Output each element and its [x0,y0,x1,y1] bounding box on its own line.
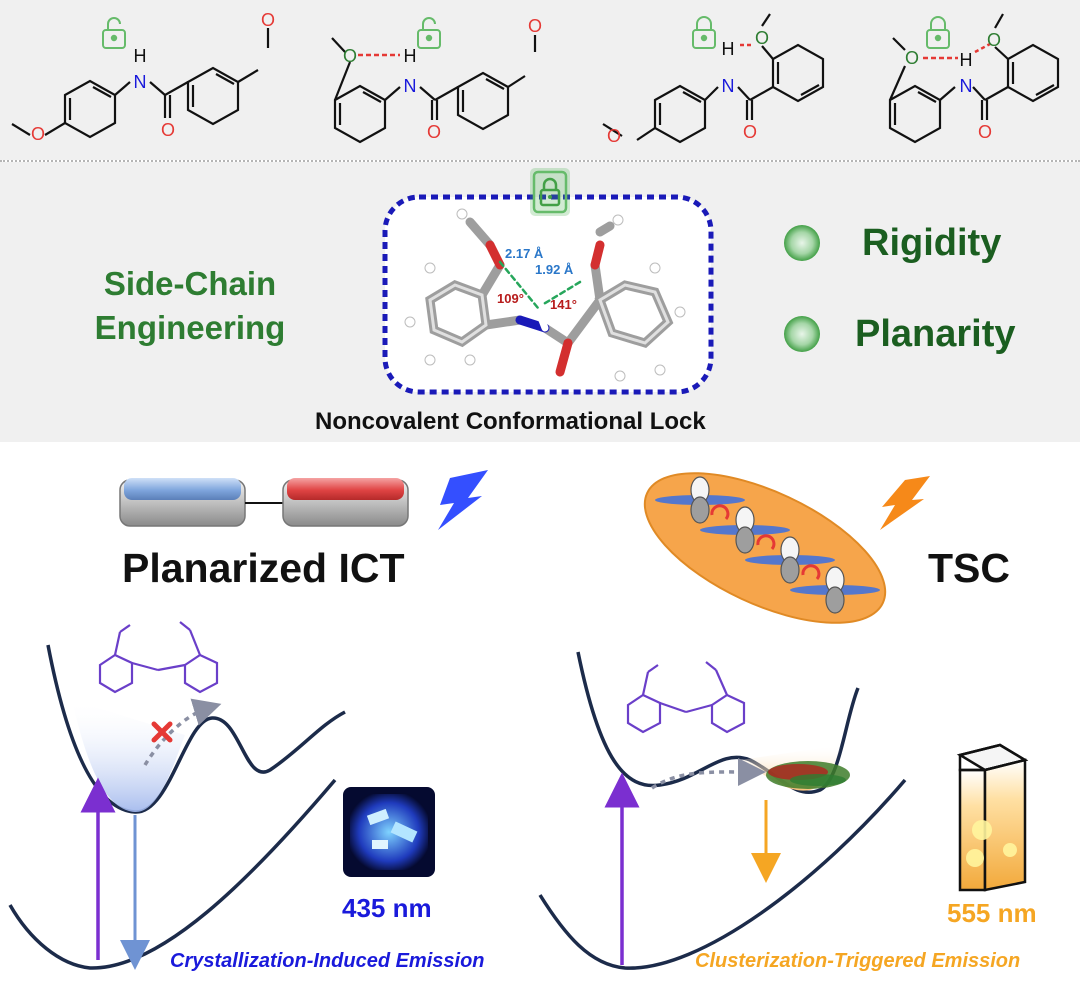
atom-o-2: O [427,122,441,142]
atom-n-2: N [404,76,417,96]
atom-o-1b: O [31,124,45,144]
tsc-orbital-cluster [643,472,887,624]
ict-title: Planarized ICT [122,545,405,591]
atom-o-3c: O [607,126,621,146]
tsc-relax-path [651,757,766,790]
ict-molecule-wireframe [98,621,219,694]
lock-molecule-3d [404,208,686,382]
atom-o-3: O [743,122,757,142]
atom-n-1: N [134,72,147,92]
atom-n-4: N [960,76,973,96]
distance-label-1: 2.17 Å [505,246,544,261]
ict-wavelength: 435 nm [342,893,432,923]
molecule-2 [331,35,537,144]
atom-o-2b: O [343,46,357,66]
tsc-orbital-stack [655,476,880,614]
molecule-3 [602,13,825,144]
lightning-orange-icon [880,476,930,530]
angle-label-2: 141° [550,297,577,312]
feature-dot-rigidity [784,225,820,261]
atom-h-4: H [960,50,973,70]
distance-label-2: 1.92 Å [535,262,574,277]
atom-o-1: O [161,120,175,140]
side-chain-line1: Side-Chain [103,265,277,302]
section-divider [0,160,1080,162]
lightning-blue-icon [438,470,488,530]
feature-dot-planarity [784,316,820,352]
side-chain-label: Side-Chain Engineering [60,262,320,350]
atom-o-1c: O [261,10,275,30]
atom-o-4b: O [905,48,919,68]
lock-open-icon-2 [417,17,441,49]
atom-o-2c: O [528,16,542,36]
blocked-x-icon [151,721,173,743]
lock-closed-icon-4 [926,16,950,49]
cuvette-icon [956,743,1029,892]
tsc-emission-label: Clusterization-Triggered Emission [695,950,1021,972]
atom-h-2: H [404,46,417,66]
tsc-cluster-blob [766,761,850,789]
atom-o-4: O [978,122,992,142]
lock-open-icon-1 [102,17,126,49]
tsc-wavelength: 555 nm [947,898,1037,928]
atom-h-1: H [134,46,147,66]
ict-donor-acceptor-icon [119,478,409,527]
lock-badge-icon [530,168,570,216]
ict-emission-label: Crystallization-Induced Emission [170,950,485,972]
atom-o-3b: O [755,28,769,48]
angle-label-1: 109° [497,291,524,306]
atom-n-3: N [722,76,735,96]
molecule-4 [888,13,1060,144]
lock-closed-icon-3 [692,16,716,49]
tsc-ground-curve [538,778,907,970]
molecule-1 [11,28,270,139]
crystal-photo-icon [343,787,435,877]
side-chain-line2: Engineering [94,309,286,346]
lock-caption: Noncovalent Conformational Lock [315,408,706,435]
atom-h-3: H [722,39,735,59]
tsc-title: TSC [928,545,1010,591]
feature-planarity: Planarity [855,313,1016,355]
tsc-molecule-wireframe [626,661,746,734]
feature-rigidity: Rigidity [862,222,1002,264]
ict-ground-curve [8,778,337,970]
atom-o-4c: O [987,30,1001,50]
